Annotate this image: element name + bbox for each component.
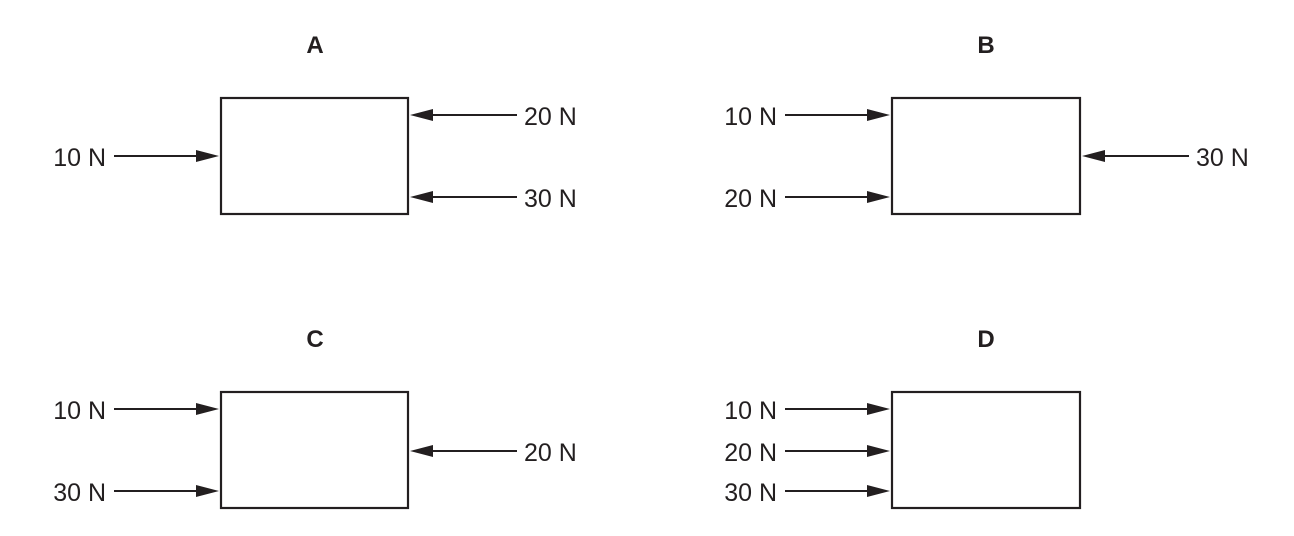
- force-arrow-d-1: 10 N: [724, 397, 890, 425]
- force-label-c-3: 20 N: [524, 439, 577, 467]
- force-label-b-2: 20 N: [724, 185, 777, 213]
- panel-b: B 10 N 20 N 30 N: [724, 32, 1249, 216]
- force-arrow-b-1: 10 N: [724, 103, 890, 131]
- force-label-a-2: 20 N: [524, 103, 577, 131]
- block-a: [219, 96, 410, 216]
- panel-c: C 10 N 30 N 20 N: [53, 326, 577, 510]
- force-arrow-c-1: 10 N: [53, 397, 219, 425]
- block-d: [890, 390, 1082, 510]
- force-arrow-d-3: 30 N: [724, 479, 890, 507]
- force-arrow-a-1: 10 N: [53, 144, 219, 172]
- panel-letter-d: D: [977, 326, 994, 353]
- force-arrow-b-3: 30 N: [1082, 144, 1249, 172]
- force-arrow-a-2: 20 N: [410, 103, 577, 131]
- force-arrow-c-2: 30 N: [53, 479, 219, 507]
- force-label-c-1: 10 N: [53, 397, 106, 425]
- force-arrow-b-2: 20 N: [724, 185, 890, 213]
- force-arrow-d-2: 20 N: [724, 439, 890, 467]
- panel-letter-c: C: [306, 326, 323, 353]
- force-label-b-1: 10 N: [724, 103, 777, 131]
- force-label-d-1: 10 N: [724, 397, 777, 425]
- block-b: [890, 96, 1082, 216]
- panel-a: A 10 N 20 N 30 N: [53, 32, 577, 216]
- panel-letter-a: A: [306, 32, 323, 59]
- block-c: [219, 390, 410, 510]
- force-label-a-3: 30 N: [524, 185, 577, 213]
- panel-letter-b: B: [977, 32, 994, 59]
- force-arrow-a-3: 30 N: [410, 185, 577, 213]
- force-arrow-c-3: 20 N: [410, 439, 577, 467]
- force-label-d-2: 20 N: [724, 439, 777, 467]
- force-label-d-3: 30 N: [724, 479, 777, 507]
- force-label-c-2: 30 N: [53, 479, 106, 507]
- force-label-a-1: 10 N: [53, 144, 106, 172]
- force-label-b-3: 30 N: [1196, 144, 1249, 172]
- panel-d: D 10 N 20 N 30 N: [724, 326, 1082, 510]
